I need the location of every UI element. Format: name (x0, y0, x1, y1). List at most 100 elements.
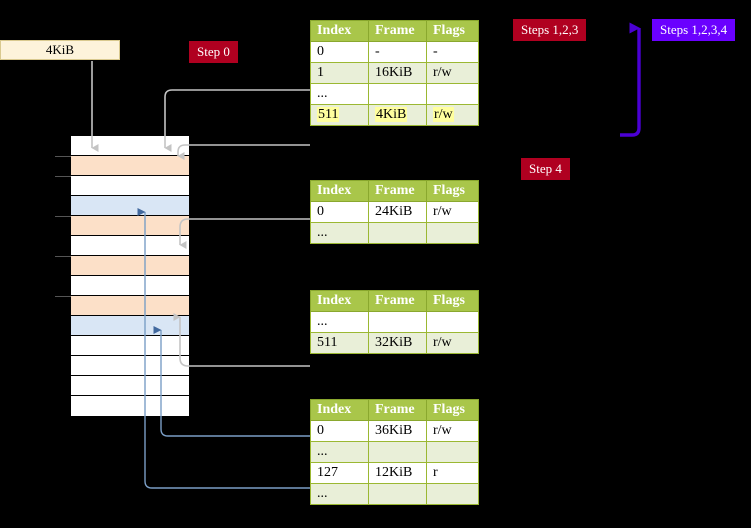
memory-grid-tick (55, 216, 71, 217)
badge-step-0: Step 0 (189, 41, 238, 63)
table-cell: r/w (426, 201, 479, 223)
memory-grid-row (71, 136, 189, 156)
badge-step-4: Step 4 (521, 158, 570, 180)
memory-grid-row (71, 156, 189, 176)
table-cell: 511 (310, 104, 369, 126)
column-header-frame: Frame (368, 180, 427, 202)
memory-grid-row (71, 276, 189, 296)
connector-steps-bracket (620, 22, 641, 137)
table-cell: 12KiB (368, 462, 427, 484)
column-header-frame: Frame (368, 20, 427, 42)
memory-grid-row (71, 356, 189, 376)
table-cell: r/w (426, 62, 479, 84)
table-cell: 0 (310, 420, 369, 442)
table-cell: 127 (310, 462, 369, 484)
badge-steps-123: Steps 1,2,3 (513, 19, 587, 41)
table-row: ... (310, 83, 479, 105)
highlighted-value: r/w (433, 107, 454, 122)
table-cell: 36KiB (368, 420, 427, 442)
highlighted-value: 4KiB (375, 107, 408, 122)
table-cell: ... (310, 222, 369, 244)
table-cell (368, 311, 427, 333)
table-row: ... (310, 483, 479, 505)
table-cell: 511 (310, 332, 369, 354)
memory-grid-row (71, 376, 189, 396)
column-header-index: Index (310, 399, 369, 421)
table-cell: 32KiB (368, 332, 427, 354)
table-cell: - (368, 41, 427, 63)
table-cell: 0 (310, 201, 369, 223)
highlighted-value: 511 (317, 107, 340, 122)
connector-pd-32kib (173, 313, 310, 367)
table-cell: r/w (426, 104, 479, 126)
column-header-flags: Flags (426, 290, 479, 312)
memory-bar-label: 4KiB (45, 42, 75, 57)
column-header-flags: Flags (426, 180, 479, 202)
table-cell: 1 (310, 62, 369, 84)
table-cell (426, 222, 479, 244)
table-cell: r/w (426, 332, 479, 354)
memory-grid-tick (55, 256, 71, 257)
memory-bar-4kib: 4KiB (0, 40, 120, 60)
table-row: ... (310, 441, 479, 463)
table-cell: ... (310, 83, 369, 105)
column-header-frame: Frame (368, 399, 427, 421)
column-header-flags: Flags (426, 20, 479, 42)
memory-grid-row (71, 396, 189, 416)
connector-pml4-16kib (177, 144, 310, 160)
memory-grid-row (71, 336, 189, 356)
table-cell: 0 (310, 41, 369, 63)
table-cell (368, 483, 427, 505)
connector-pdpt-24kib (179, 218, 310, 249)
table-row: ... (310, 222, 479, 244)
table-cell (368, 222, 427, 244)
memory-grid-row (71, 316, 189, 336)
memory-grid-row (71, 296, 189, 316)
table-cell: 16KiB (368, 62, 427, 84)
memory-grid-tick (55, 176, 71, 177)
table-cell (426, 483, 479, 505)
badge-steps-123-label: Steps 1,2,3 (521, 22, 579, 37)
table-cell: - (426, 41, 479, 63)
column-header-index: Index (310, 20, 369, 42)
table-row: 0-- (310, 41, 479, 63)
table-cell: ... (310, 441, 369, 463)
memory-grid-row (71, 236, 189, 256)
badge-step-0-label: Step 0 (197, 44, 230, 59)
column-header-index: Index (310, 180, 369, 202)
column-header-flags: Flags (426, 399, 479, 421)
column-header-index: Index (310, 290, 369, 312)
memory-grid-row (71, 216, 189, 236)
table-cell: ... (310, 483, 369, 505)
table-cell (426, 311, 479, 333)
memory-grid-tick (55, 296, 71, 297)
table-cell: 24KiB (368, 201, 427, 223)
table-cell: 4KiB (368, 104, 427, 126)
table-cell: ... (310, 311, 369, 333)
table-cell: r (426, 462, 479, 484)
table-cell (368, 83, 427, 105)
memory-grid-row (71, 256, 189, 276)
table-cell: r/w (426, 420, 479, 442)
table-row: ... (310, 311, 479, 333)
memory-grid (55, 135, 190, 416)
badge-steps-1234-label: Steps 1,2,3,4 (660, 22, 728, 37)
table-cell (426, 83, 479, 105)
table-row: 511 4KiB r/w (310, 104, 479, 126)
table-cell (426, 441, 479, 463)
column-header-frame: Frame (368, 290, 427, 312)
